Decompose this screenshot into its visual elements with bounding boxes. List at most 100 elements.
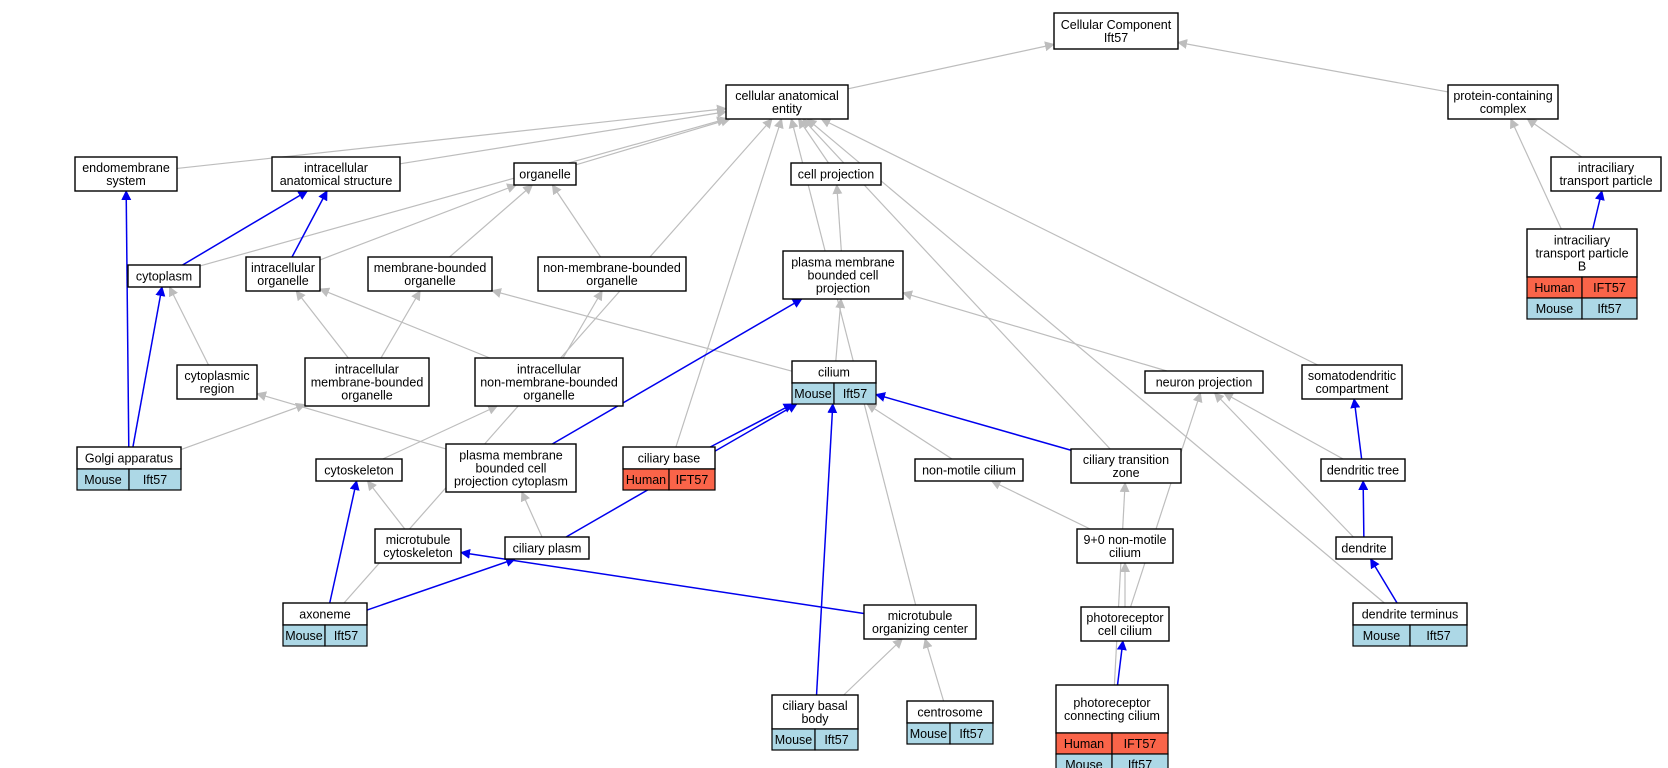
gene-cell [949,722,994,745]
edge-prconn-to-ctz [1113,482,1130,686]
edge-cyto-to-cae [199,116,728,267]
node-label-line: intraciliary [1578,161,1635,175]
node-box [1076,528,1174,564]
node-label-line: projection [816,282,870,296]
gene-label: Ift57 [843,387,867,401]
node-label-line: ciliary base [638,452,701,466]
node-cyto[interactable]: cytoplasm [127,264,201,288]
edge-nmcilium-to-cilium [866,403,953,460]
node-org[interactable]: organelle [513,162,577,186]
node-cytoskel[interactable]: cytoskeleton [315,458,403,482]
node-label-line: cytoskeleton [383,546,453,560]
node-box [374,528,462,564]
node-box [1447,84,1559,120]
node-neuproj[interactable]: neuron projection [1144,370,1264,394]
edge-prcc-to-neuproj [1129,392,1203,608]
node-dendrite[interactable]: dendrite [1335,536,1393,560]
gene-cell [668,468,716,491]
node-label-line: cilium [1109,546,1141,560]
gene-cell [324,624,368,647]
node-label-line: cell cilium [1098,624,1152,638]
edge-centro-to-mtoc [922,638,945,702]
species-label: Human [1534,281,1574,295]
gene-label: Ift57 [959,727,983,741]
node-inmbo[interactable]: intracellularnon-membrane-boundedorganel… [474,357,624,407]
node-label-line: membrane-bounded [311,376,424,390]
species-label: Human [1064,737,1104,751]
edge-endo-to-cae [176,104,727,170]
node-box [782,250,904,300]
edge-nmbo-to-org [551,184,602,258]
node-dendtree[interactable]: dendritic tree [1320,458,1406,482]
node-label-line: plasma membrane [791,256,895,270]
gene-label: Ift57 [1128,758,1152,768]
edge-dendrite-to-neuproj [1213,392,1354,538]
species-label: Mouse [1065,758,1103,768]
edge-dendtree-to-neuproj [1223,392,1344,460]
node-box [1550,156,1662,192]
node-label-line: compartment [1316,382,1389,396]
node-box [271,156,401,192]
node-cellproj[interactable]: cell projection [790,162,882,186]
node-box [304,357,430,407]
node-label-line: organelle [586,274,637,288]
gene-cell [128,468,182,491]
edge-itpb-to-itp [1592,190,1605,230]
edge-inmbo-to-nmbo [562,290,603,359]
edge-org-to-cae [575,116,731,166]
species-label: Mouse [1536,302,1574,316]
species-label: Mouse [794,387,832,401]
node-label-line: transport particle [1559,174,1652,188]
node-label-line: intraciliary [1554,234,1611,248]
node-label-line: organelle [257,274,308,288]
node-label-line: 9+0 non-motile [1083,533,1166,547]
edge-golgi-to-imbo [180,402,306,451]
node-label-line: organelle [404,274,455,288]
gene-label: Ift57 [334,629,358,643]
node-cilplasm[interactable]: ciliary plasm [504,536,590,560]
edge-pmbcp-to-cellproj [832,184,843,252]
edge-nine-to-nmcilium [990,480,1091,530]
node-box [245,256,321,292]
node-nmcilium[interactable]: non-motile cilium [914,458,1024,482]
gene-label: Ift57 [1426,629,1450,643]
node-label-line: plasma membrane [459,449,563,463]
node-label-line: bounded cell [476,462,547,476]
edge-itpb-to-pcc [1510,118,1562,230]
node-label-line: anatomical structure [280,174,393,188]
node-label-line: membrane-bounded [374,261,487,275]
edge-imbo-to-mbo [380,290,421,359]
species-label: Human [626,473,666,487]
node-label-line: system [106,174,146,188]
node-label-line: intracellular [517,363,581,377]
